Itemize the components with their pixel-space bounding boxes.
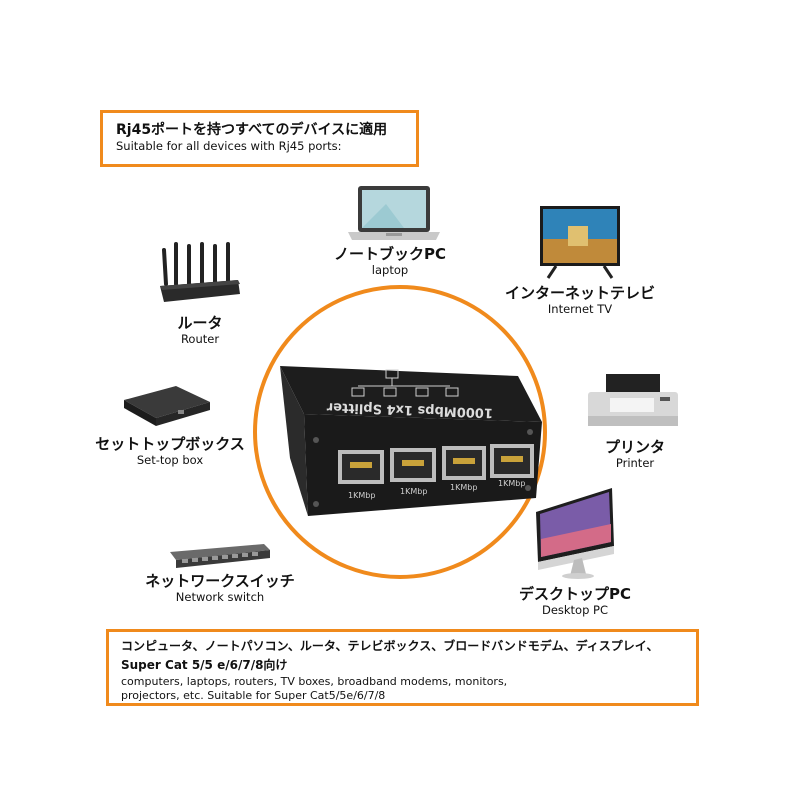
splitter-top-face [280, 366, 542, 422]
device-router-en: Router [180, 332, 220, 346]
device-set-top-box-jp: セットトップボックス [95, 435, 245, 453]
device-printer-en: Printer [615, 456, 655, 470]
applicability-banner: Rj45ポートを持つすべてのデバイスに適用 Suitable for all d… [100, 110, 419, 167]
compat-line-4: projectors, etc. Suitable for Super Cat5… [121, 689, 386, 702]
device-router-jp: ルータ [177, 314, 223, 332]
device-tv-en: Internet TV [547, 302, 613, 316]
device-set-top-box-en: Set-top box [136, 453, 204, 467]
rj45-port-1 [338, 450, 384, 484]
compat-line-3: computers, laptops, routers, TV boxes, b… [121, 675, 508, 688]
device-desktop-pc-en: Desktop PC [541, 603, 609, 617]
network-switch-icon [170, 544, 270, 568]
port-label-3: 1KMbp [450, 483, 477, 492]
device-network-switch-en: Network switch [175, 590, 265, 604]
compatibility-banner: コンピュータ、ノートパソコン、ルータ、テレビボックス、ブロードバンドモデム、ディ… [106, 629, 699, 706]
port-label-2: 1KMbp [400, 487, 427, 496]
device-printer-jp: プリンタ [604, 438, 665, 456]
laptop-icon [348, 186, 440, 240]
device-router: ルータ Router [130, 314, 270, 347]
port-label-4: 1KMbp [498, 479, 525, 488]
device-printer: プリンタ Printer [570, 438, 700, 471]
device-laptop: ノートブックPC laptop [310, 245, 470, 278]
device-tv: インターネットテレビ Internet TV [490, 284, 670, 317]
device-network-switch-jp: ネットワークスイッチ [145, 572, 295, 590]
rj45-port-2 [390, 448, 436, 482]
compat-line-1: コンピュータ、ノートパソコン、ルータ、テレビボックス、ブロードバンドモデム、ディ… [121, 639, 659, 653]
device-tv-jp: インターネットテレビ [504, 284, 655, 302]
product-spotlight: 1000Mbps 1x4 Splitter 1KMbp 1KMbp 1KMbp … [253, 285, 547, 579]
rj45-ports [338, 444, 534, 484]
compat-line-2: Super Cat 5/5 e/6/7/8向け [121, 658, 288, 672]
device-desktop-pc-jp: デスクトップPC [518, 585, 631, 603]
printer-icon [588, 374, 678, 426]
desktop-pc-icon [536, 488, 614, 579]
set-top-box-icon [124, 386, 210, 426]
rj45-port-3 [442, 446, 486, 480]
banner-title-en: Suitable for all devices with Rj45 ports… [116, 139, 342, 153]
device-laptop-jp: ノートブックPC [333, 245, 446, 263]
device-set-top-box: セットトップボックス Set-top box [90, 435, 250, 468]
port-label-1: 1KMbp [348, 491, 375, 500]
splitter-left-face [280, 366, 308, 516]
rj45-port-4 [490, 444, 534, 478]
device-network-switch: ネットワークスイッチ Network switch [130, 572, 310, 605]
device-laptop-en: laptop [371, 263, 409, 277]
splitter-label: 1000Mbps 1x4 Splitter [326, 399, 493, 420]
tv-icon [540, 206, 620, 279]
router-icon [160, 242, 240, 302]
device-desktop-pc: デスクトップPC Desktop PC [500, 585, 650, 618]
topology-icon [351, 369, 459, 397]
banner-title-jp: Rj45ポートを持つすべてのデバイスに適用 [116, 122, 388, 138]
